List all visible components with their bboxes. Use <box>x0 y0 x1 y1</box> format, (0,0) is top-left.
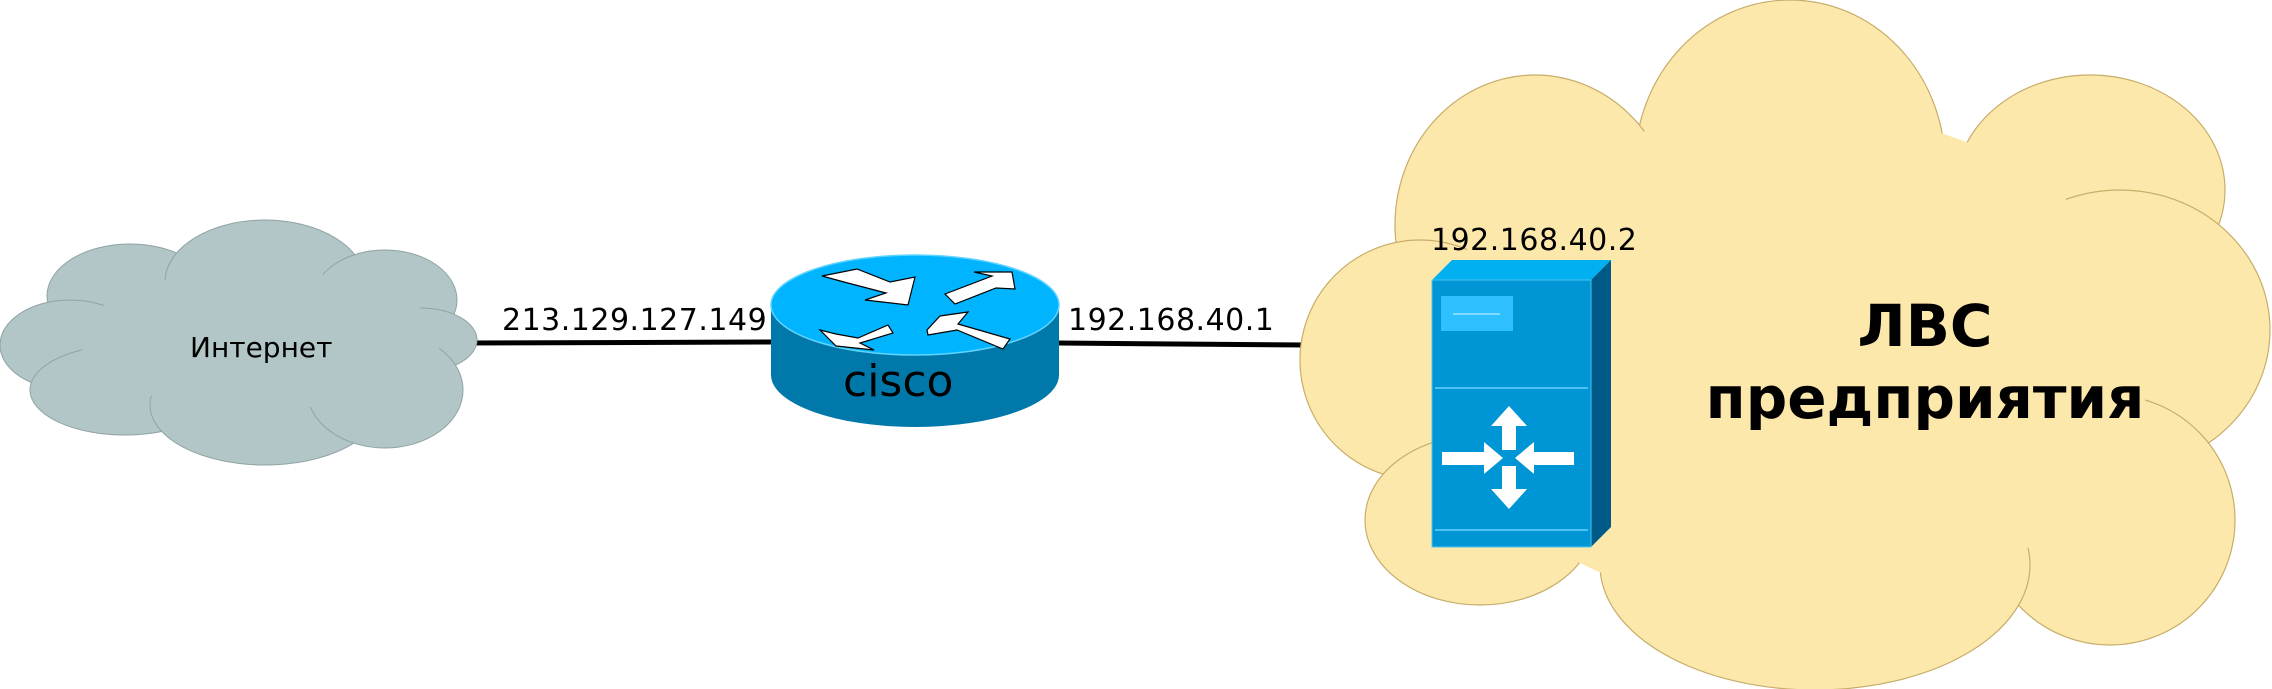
lan-label-line1: ЛВС <box>1857 292 1993 360</box>
link-router-lan <box>1057 340 1306 348</box>
lan-label: ЛВС предприятия <box>1660 290 2190 434</box>
wan-ip-label: 213.129.127.149 <box>502 303 768 338</box>
router-lan-ip-label: 192.168.40.1 <box>1068 303 1275 338</box>
internet-cloud-icon <box>0 219 478 466</box>
router-icon <box>770 254 1060 427</box>
internet-label: Интернет <box>190 331 333 364</box>
link-internet-router <box>469 339 776 346</box>
router-brand-label: cisco <box>843 356 954 407</box>
layer3-switch-icon <box>1431 260 1611 548</box>
lan-label-line2: предприятия <box>1705 364 2145 432</box>
switch-ip-label: 192.168.40.2 <box>1431 223 1638 258</box>
